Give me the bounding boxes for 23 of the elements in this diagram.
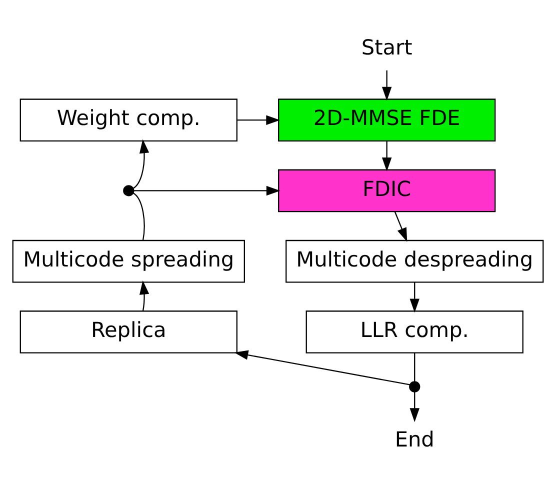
arrow xyxy=(139,280,150,311)
connector xyxy=(132,192,145,240)
node-box: Multicode despreading xyxy=(286,240,544,283)
node-text: Start xyxy=(361,36,412,60)
node-circle xyxy=(123,185,134,196)
node-box: Multicode spreading xyxy=(12,240,245,283)
arrow xyxy=(410,282,420,313)
arrow xyxy=(410,392,420,422)
node-box: LLR comp. xyxy=(306,310,524,354)
node-circle xyxy=(409,381,420,392)
arrow xyxy=(394,211,408,242)
node-text: End xyxy=(394,428,434,452)
arrow xyxy=(234,350,410,386)
arrow xyxy=(237,115,280,125)
arrow xyxy=(382,141,392,172)
node-box: 2D-MMSE FDE xyxy=(278,98,496,142)
connector xyxy=(414,352,416,382)
node-box: Weight comp. xyxy=(20,98,238,142)
node-box: FDIC xyxy=(278,169,496,212)
node-box: Replica xyxy=(20,310,238,354)
arrow xyxy=(132,139,150,189)
arrow xyxy=(134,186,280,196)
arrow xyxy=(382,70,392,101)
